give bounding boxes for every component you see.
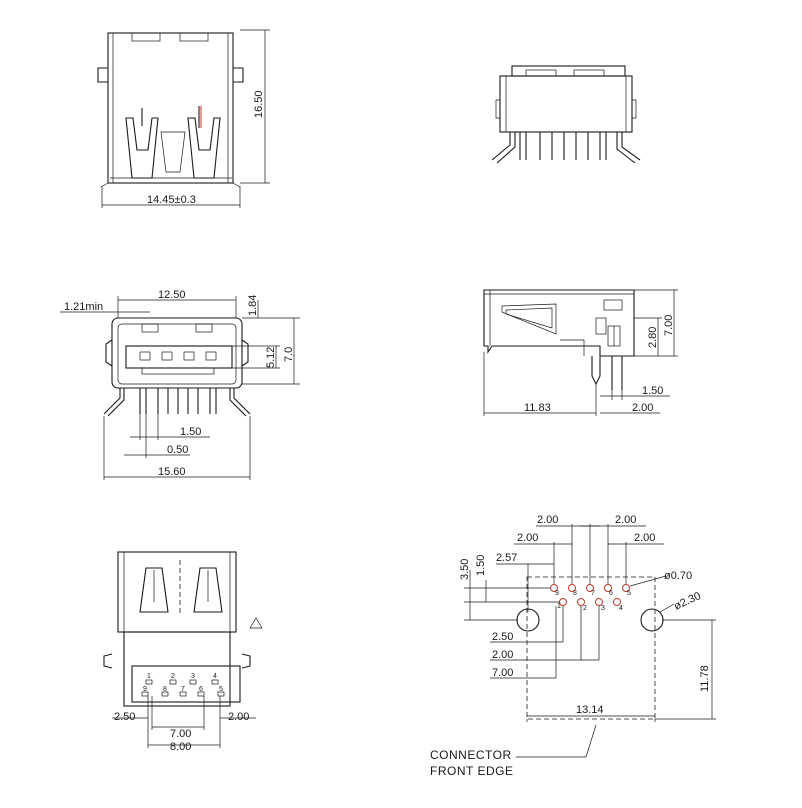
top-view [97, 29, 270, 208]
front-view [60, 296, 300, 480]
pcb-pin-1: 1 [557, 603, 561, 610]
pcb-pin-4: 4 [619, 605, 623, 612]
top-height-dim: 16.50 [253, 90, 265, 118]
bottom-pin-2: 2 [171, 673, 175, 680]
pcb-hole-large-dim: ø2.30 [672, 590, 703, 613]
side-height-dim: 7.00 [663, 315, 675, 336]
connector-note-line2: FRONT EDGE [430, 764, 513, 778]
pcb-pin-8: 8 [573, 590, 577, 597]
front-top-offset-dim: 1.84 [247, 295, 259, 316]
bottom-pin-4: 4 [213, 673, 217, 680]
bottom-view [103, 551, 263, 748]
front-opening-dim: 5.12 [265, 347, 277, 368]
pcb-top-right-b-dim: 2.00 [634, 532, 655, 544]
pcb-hole-small-dim: ø0.70 [664, 570, 692, 582]
side-row-spacing-dim: 2.00 [632, 402, 653, 414]
pcb-mid-3-dim: 7.00 [492, 667, 513, 679]
pcb-pin-6: 6 [609, 590, 613, 597]
pcb-bottom-width-dim: 13.14 [576, 704, 604, 716]
front-pitch-dim: 1.50 [180, 426, 201, 438]
pcb-pin-2: 2 [583, 605, 587, 612]
bottom-pin-6: 6 [199, 686, 203, 693]
pcb-left-small-dim: 2.57 [496, 552, 517, 564]
pcb-mid-1-dim: 2.50 [492, 631, 513, 643]
bottom-pin-9: 9 [143, 686, 147, 693]
pcb-top-left-a-dim: 2.00 [537, 514, 558, 526]
pcb-pin-5: 5 [627, 590, 631, 597]
connector-note-line1: CONNECTOR [430, 748, 512, 762]
front-base-width-dim: 15.60 [158, 466, 186, 478]
bottom-inner-span-dim: 7.00 [170, 728, 191, 740]
pcb-pin-7: 7 [591, 590, 595, 597]
side-pitch-dim: 1.50 [642, 385, 663, 397]
pcb-pin-9: 9 [555, 590, 559, 597]
front-pin-width-dim: 0.50 [167, 444, 188, 456]
top-width-dim: 14.45±0.3 [147, 194, 196, 206]
pcb-top-right-a-dim: 2.00 [615, 514, 636, 526]
front-width-dim: 12.50 [158, 289, 186, 301]
pcb-vert-b-dim: 1.50 [475, 555, 487, 576]
side-mid-height-dim: 2.80 [647, 327, 659, 348]
bottom-left-offset-dim: 2.50 [114, 711, 135, 723]
bottom-pin-5: 5 [219, 686, 223, 693]
rear-view [491, 65, 641, 164]
pcb-pin-3: 3 [601, 605, 605, 612]
pcb-footprint [464, 524, 716, 758]
bottom-pin-1: 1 [147, 673, 151, 680]
pcb-mid-2-dim: 2.00 [492, 649, 513, 661]
pcb-right-height-dim: 11.78 [699, 665, 711, 692]
bottom-outer-span-dim: 8.00 [170, 741, 191, 753]
bottom-pin-8: 8 [163, 686, 167, 693]
bottom-pin-3: 3 [191, 673, 195, 680]
front-height-dim: 7.0 [283, 347, 295, 362]
side-length-dim: 11.83 [524, 402, 551, 414]
pcb-top-left-b-dim: 2.00 [517, 532, 538, 544]
bottom-right-offset-dim: 2.00 [228, 711, 249, 723]
bottom-pin-7: 7 [181, 686, 185, 693]
front-min-dim: 1.21min [64, 301, 103, 313]
side-view [483, 289, 678, 416]
pcb-vert-a-dim: 3.50 [459, 559, 471, 580]
